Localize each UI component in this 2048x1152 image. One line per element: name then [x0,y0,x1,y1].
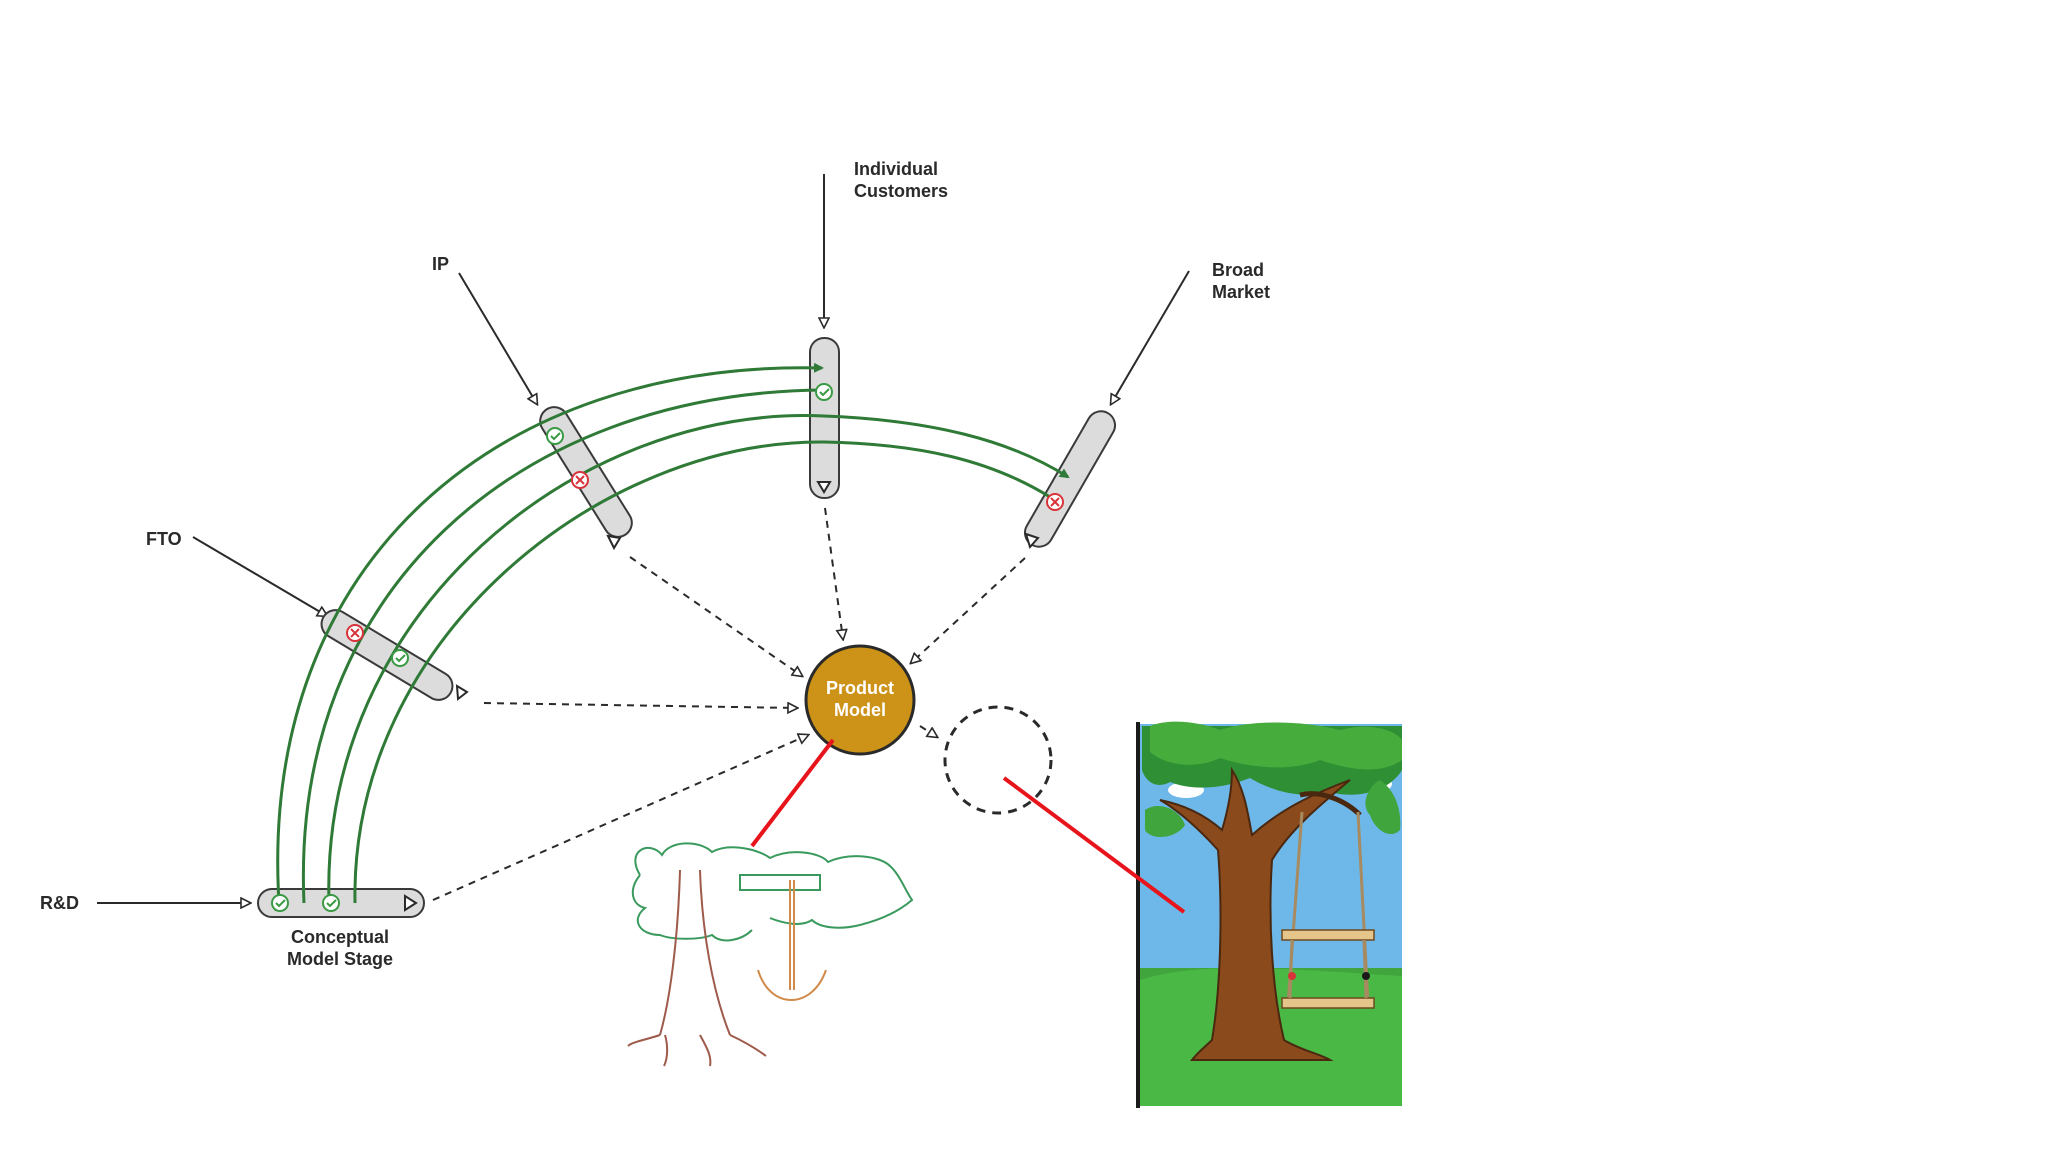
individual-customers-label-line1: Individual [854,159,938,179]
dashed-flow-ip [630,557,802,676]
triangle-marker-icon [457,686,467,699]
dashed-flow-customers [825,508,843,639]
stage-label-line1: Conceptual [291,927,389,947]
pipe-market [1020,406,1120,552]
broad-market-label-line2: Market [1212,282,1270,302]
stage-label-line2: Model Stage [287,949,393,969]
cartoon-tree-swing-icon [1138,722,1402,1108]
rnd-label: R&D [40,893,79,913]
product-model-label-line2: Model [834,700,886,720]
individual-customers-label-line2: Customers [854,181,948,201]
pipe-customers [810,338,839,498]
unknown-result-node [945,707,1051,813]
check-icon [272,895,288,911]
broad-market-label-line1: Broad [1212,260,1264,280]
check-icon [392,650,408,666]
annotation-line-sketch [752,740,833,846]
triangle-marker-icon [608,536,620,548]
ip-input-arrow [459,273,537,404]
ip-label: IP [432,254,449,274]
check-icon [816,384,832,400]
check-icon [547,428,563,444]
fto-input-arrow [193,537,327,616]
dashed-flow-fto [484,703,797,708]
cross-icon [1047,494,1063,510]
feedback-arc-4 [355,442,1050,903]
broad-market-input-arrow [1111,271,1189,404]
dashed-flow-to-result [920,726,937,737]
sketch-tree-swing-icon [628,843,912,1066]
cross-icon [347,625,363,641]
product-model-label-line1: Product [826,678,894,698]
cross-icon [572,472,588,488]
pipe-market-group [1020,406,1120,552]
dashed-flow-market [911,558,1025,663]
fto-label: FTO [146,529,182,549]
check-icon [323,895,339,911]
